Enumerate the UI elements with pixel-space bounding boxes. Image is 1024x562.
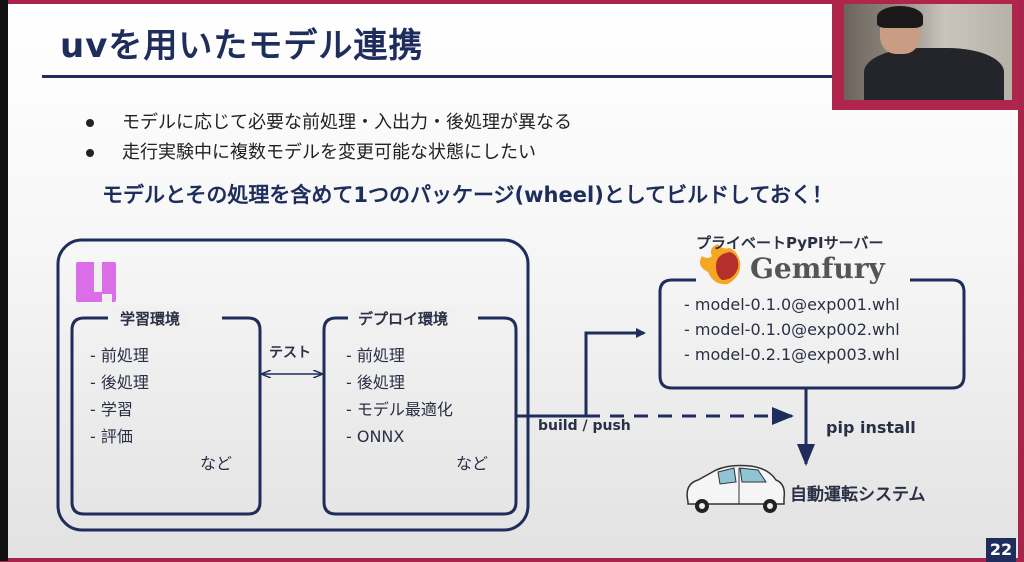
- build-push-label: build / push: [538, 418, 631, 434]
- car-icon: [686, 464, 786, 513]
- bullet-text: 走行実験中に複数モデルを変更可能な状態にしたい: [122, 142, 536, 163]
- video-frame-edge: [0, 0, 8, 561]
- speaker-hair: [877, 6, 923, 28]
- gemfury-logo-icon: [700, 244, 741, 285]
- train-env-item: - 評価: [90, 427, 133, 446]
- slide-title: uvを用いたモデル連携: [60, 26, 424, 66]
- build-push-line: [516, 328, 646, 418]
- bullet-list: モデルに応じて必要な前処理・入出力・後処理が異なる 走行実験中に複数モデルを変更…: [80, 108, 572, 168]
- train-env-items: - 前処理 - 後処理 - 学習 - 評価: [90, 342, 149, 450]
- deploy-env-item: - ONNX: [346, 427, 405, 446]
- pypi-caption: プライベートPyPIサーバー: [696, 234, 884, 252]
- deploy-env-item: - 前処理: [346, 346, 405, 365]
- deploy-env-title: デプロイ環境: [350, 308, 457, 329]
- deploy-env-etc: など: [456, 454, 489, 473]
- workflow-diagram: 学習環境 - 前処理 - 後処理 - 学習 - 評価 など テスト デプロイ環境…: [8, 4, 1018, 558]
- train-env-item: - 前処理: [90, 346, 149, 365]
- gemfury-brand: Gemfury: [750, 252, 885, 285]
- package-list: - model-0.1.0@exp001.whl - model-0.1.0@e…: [684, 292, 900, 367]
- train-env-item: - 後処理: [90, 373, 149, 392]
- diagram-lines: [56, 238, 966, 532]
- deploy-env-item: - 後処理: [346, 373, 405, 392]
- bullet-dot-icon: [86, 119, 94, 127]
- pip-install-label: pip install: [826, 418, 916, 437]
- package-item: - model-0.1.0@exp002.whl: [684, 320, 900, 339]
- train-env-box: [70, 316, 262, 516]
- speaker-video: [844, 4, 1012, 100]
- bullet-text: モデルに応じて必要な前処理・入出力・後処理が異なる: [122, 112, 572, 133]
- page-number: 22: [986, 538, 1016, 562]
- train-env-etc: など: [200, 454, 233, 473]
- headline: モデルとその処理を含めて1つのパッケージ(wheel)としてビルドしておく！: [102, 183, 833, 207]
- deploy-env-item: - モデル最適化: [346, 400, 453, 419]
- uv-logo-icon: [76, 262, 116, 302]
- bullet-dot-icon: [86, 149, 94, 157]
- deploy-env-items: - 前処理 - 後処理 - モデル最適化 - ONNX: [346, 342, 453, 450]
- pypi-box: [658, 278, 966, 390]
- title-underline: [42, 75, 842, 78]
- package-item: - model-0.2.1@exp003.whl: [684, 345, 900, 364]
- test-label: テスト: [269, 345, 311, 361]
- speaker-webcam: [832, 0, 1018, 110]
- bullet-item: 走行実験中に複数モデルを変更可能な状態にしたい: [80, 138, 572, 168]
- speaker-body: [864, 48, 1004, 100]
- deploy-env-box: [322, 316, 518, 516]
- uv-project-box: [56, 238, 530, 532]
- bullet-item: モデルに応じて必要な前処理・入出力・後処理が異なる: [80, 108, 572, 138]
- train-env-item: - 学習: [90, 400, 133, 419]
- package-item: - model-0.1.0@exp001.whl: [684, 295, 900, 314]
- target-system-label: 自動運転システム: [790, 485, 926, 505]
- train-env-title: 学習環境: [112, 308, 189, 329]
